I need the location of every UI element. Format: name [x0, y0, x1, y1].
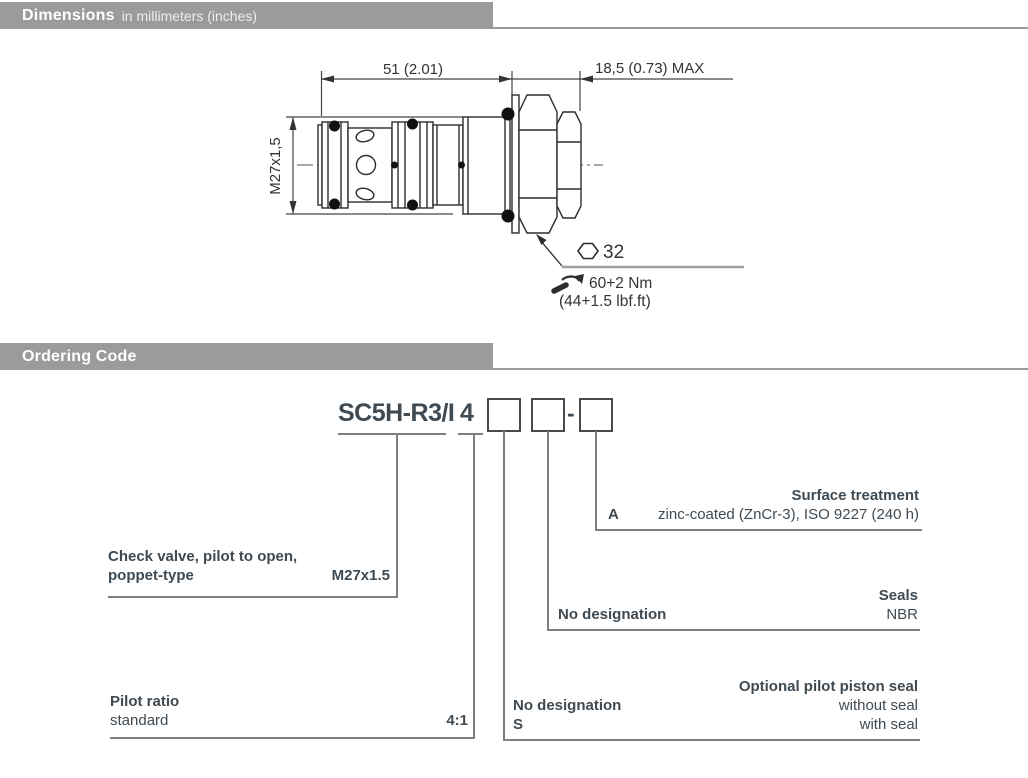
header-rule — [493, 27, 1028, 29]
dimension-arrows — [289, 75, 593, 214]
torque-lbf-label: (44+1.5 lbf.ft) — [559, 293, 651, 310]
seals-block: Seals No designation NBR — [547, 586, 918, 624]
dim-nut-label: 18,5 (0.73) MAX — [595, 60, 704, 77]
valve-body — [317, 94, 582, 234]
dim-length-label: 51 (2.01) — [383, 61, 443, 78]
connector-valve — [396, 433, 398, 597]
hex-size-label: 32 — [603, 242, 624, 263]
code-box-3 — [579, 398, 613, 432]
rule-valve — [108, 596, 398, 598]
rule-pilot — [110, 737, 473, 739]
ordering-code-suffix: 4 — [460, 399, 474, 427]
pilot-heading: Pilot ratio — [110, 693, 180, 710]
pilot-ratio-block: Pilot ratio standard 4:1 — [110, 692, 468, 730]
pilot-code: standard — [110, 712, 169, 729]
dimensions-title: Dimensions — [22, 6, 115, 24]
valve-thread-value: M27x1.5 — [331, 567, 390, 584]
leader-arrow — [536, 234, 547, 245]
pilot-desc: 4:1 — [446, 712, 468, 729]
seals-heading: Seals — [878, 587, 918, 604]
optional-code-2: S — [513, 716, 524, 733]
underline-suffix — [458, 433, 483, 435]
seals-code: No designation — [558, 606, 667, 623]
rule-seals — [547, 629, 920, 631]
optional-seal-block: Optional pilot piston seal No designatio… — [503, 677, 918, 734]
torque-wrench-icon — [551, 274, 584, 294]
ordering-section-header: Ordering Code — [0, 343, 493, 370]
valve-desc-line2: poppet-type — [108, 567, 194, 584]
connector-seals — [547, 431, 549, 629]
torque-nm-label: 60+2 Nm — [589, 275, 652, 292]
header-rule — [493, 368, 1028, 370]
connector-surface — [595, 431, 597, 531]
surface-treatment-block: Surface treatment A zinc-coated (ZnCr-3)… — [595, 486, 919, 524]
code-box-2 — [531, 398, 565, 432]
ordering-code-text: SC5H-R3/I — [338, 399, 455, 427]
hexagon-icon — [577, 242, 599, 260]
connector-pilot — [473, 433, 475, 739]
rule-surface — [595, 529, 922, 531]
leader-line — [539, 239, 563, 267]
surface-code: A — [608, 506, 619, 523]
valve-desc-line1: Check valve, pilot to open, — [108, 548, 298, 565]
surface-heading: Surface treatment — [791, 487, 919, 504]
valve-drawing: 51 (2.01) 18,5 (0.73) MAX M27x1,5 — [267, 60, 744, 310]
connector-optional — [503, 431, 505, 739]
ordering-title: Ordering Code — [22, 347, 137, 365]
surface-desc: zinc-coated (ZnCr-3), ISO 9227 (240 h) — [658, 506, 919, 523]
underline-code — [338, 433, 446, 435]
dimensions-section-header: Dimensions in millimeters (inches) — [0, 2, 493, 29]
dim-thread-label: M27x1,5 — [267, 137, 284, 195]
code-dash: - — [567, 400, 575, 426]
seals-desc: NBR — [886, 606, 918, 623]
optional-desc-2: with seal — [859, 716, 918, 733]
check-valve-block: Check valve, pilot to open, poppet-type … — [108, 547, 390, 585]
optional-code-1: No designation — [513, 697, 622, 714]
dimensions-subtitle: in millimeters (inches) — [121, 7, 258, 24]
optional-desc-1: without seal — [838, 697, 918, 714]
rule-optional — [503, 739, 920, 741]
code-box-1 — [487, 398, 521, 432]
o-ring-seals — [329, 107, 515, 223]
optional-heading: Optional pilot piston seal — [738, 678, 918, 695]
